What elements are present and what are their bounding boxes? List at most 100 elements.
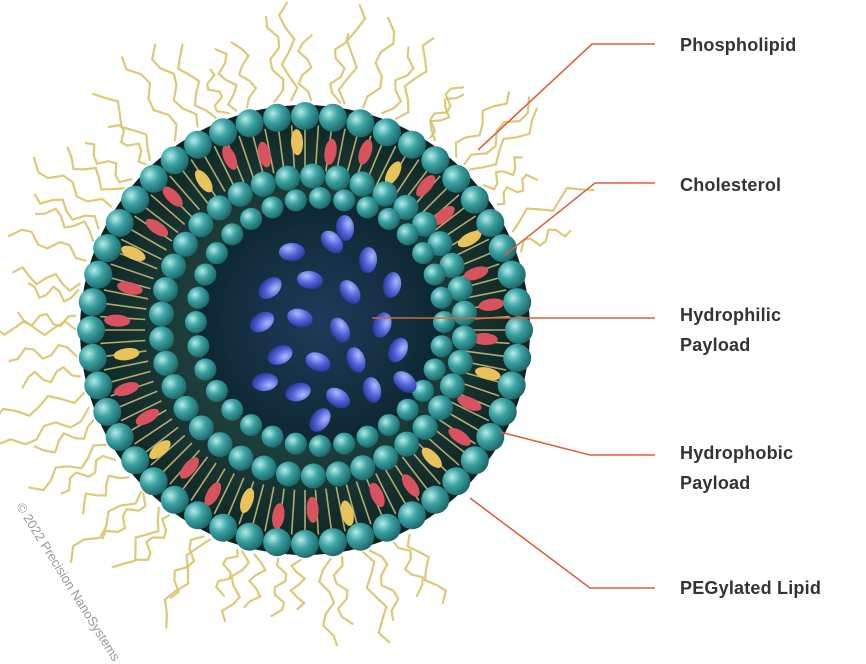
peg-chain: [86, 143, 131, 182]
lipid-head: [431, 335, 453, 357]
peg-chain: [10, 345, 77, 361]
lipid-head: [79, 288, 107, 316]
peg-chain: [23, 367, 80, 387]
peg-chain: [36, 209, 93, 241]
peg-chain: [103, 494, 146, 539]
lipid-head: [350, 172, 375, 197]
peg-chain: [521, 230, 570, 252]
lipid-head: [394, 432, 419, 457]
lipid-head: [174, 396, 199, 421]
lipid-head: [309, 187, 331, 209]
lipid-head: [207, 195, 232, 220]
lipid-head: [187, 287, 209, 309]
lipid-head: [153, 351, 178, 376]
peg-chain: [484, 157, 522, 189]
lipid-head: [428, 395, 453, 420]
lipid-head: [184, 131, 212, 159]
leader-line-pegylated: [470, 498, 655, 588]
peg-chain: [470, 108, 537, 169]
lipid-head: [476, 423, 504, 451]
lipid-head: [276, 462, 301, 487]
label-text: Payload: [680, 330, 781, 360]
nanoparticle: [77, 102, 533, 558]
lipid-head: [357, 196, 379, 218]
lipid-head: [333, 189, 355, 211]
lipid-head: [79, 344, 107, 372]
lipid-head: [275, 166, 300, 191]
label-text: Payload: [680, 468, 793, 498]
lipid-head: [285, 189, 307, 211]
lipid-head: [373, 118, 401, 146]
lipid-head: [185, 311, 207, 333]
lipid-head: [162, 374, 187, 399]
lipid-head: [398, 131, 426, 159]
label-text: Hydrophobic: [680, 438, 793, 468]
lipid-head: [326, 461, 351, 486]
label-text: Hydrophilic: [680, 300, 781, 330]
lipid-head: [333, 433, 355, 455]
lipid-head: [442, 165, 470, 193]
peg-chain: [136, 515, 169, 560]
peg-chain: [279, 3, 297, 101]
lipid-head: [93, 398, 121, 426]
peg-chain: [272, 559, 287, 617]
lipid-head: [319, 104, 347, 132]
lipid-head: [262, 426, 284, 448]
label-text: PEGylated Lipid: [680, 573, 821, 603]
lipid-head: [173, 232, 198, 257]
label-pegylated-lipid: PEGylated Lipid: [680, 573, 821, 603]
lipid-head: [421, 486, 449, 514]
peg-chain: [13, 267, 80, 290]
lipid-head: [187, 335, 209, 357]
peg-chain: [207, 70, 228, 113]
lipid-head: [240, 414, 262, 436]
lipid-head: [161, 254, 186, 279]
peg-chain: [498, 175, 537, 205]
lipid-head: [421, 146, 449, 174]
lipid-head: [106, 423, 134, 451]
lipid-head: [184, 501, 212, 529]
lipid-head: [161, 146, 189, 174]
lipid-head: [489, 398, 517, 426]
lipid-head: [346, 523, 374, 551]
lipid-head: [251, 172, 276, 197]
lipid-head: [84, 261, 112, 289]
lipid-head: [357, 426, 379, 448]
lipid-head: [442, 467, 470, 495]
lipid-head: [300, 164, 325, 189]
lipid-head: [448, 350, 473, 375]
lipid-head: [373, 445, 398, 470]
peg-chain: [430, 95, 463, 140]
lipid-head: [93, 234, 121, 262]
lipid-head: [378, 208, 400, 230]
lipid-head: [346, 109, 374, 137]
lipid-head: [106, 209, 134, 237]
peg-chain: [319, 559, 337, 646]
lipid-head: [206, 242, 228, 264]
lipid-head: [189, 415, 214, 440]
lipid-head: [378, 414, 400, 436]
lipid-head: [413, 415, 438, 440]
lipid-head: [228, 182, 253, 207]
lipid-head: [440, 373, 465, 398]
lipid-head: [221, 223, 243, 245]
lipid-head: [121, 446, 149, 474]
peg-chain: [71, 492, 141, 562]
label-text: Phospholipid: [680, 30, 796, 60]
lipid-head: [350, 455, 375, 480]
peg-chain: [334, 557, 353, 624]
lipid-head: [149, 326, 174, 351]
lipid-head: [461, 186, 489, 214]
lipid-head: [412, 242, 434, 264]
lipid-head: [291, 530, 319, 558]
lipid-head: [221, 399, 243, 421]
lipid-head: [240, 208, 262, 230]
peg-chain: [464, 97, 529, 164]
label-cholesterol: Cholesterol: [680, 170, 781, 200]
lipid-head: [503, 288, 531, 316]
lipid-head: [208, 432, 233, 457]
lipid-head: [476, 209, 504, 237]
lipid-head: [209, 514, 237, 542]
peg-chain: [339, 5, 365, 103]
lipid-head: [206, 380, 228, 402]
